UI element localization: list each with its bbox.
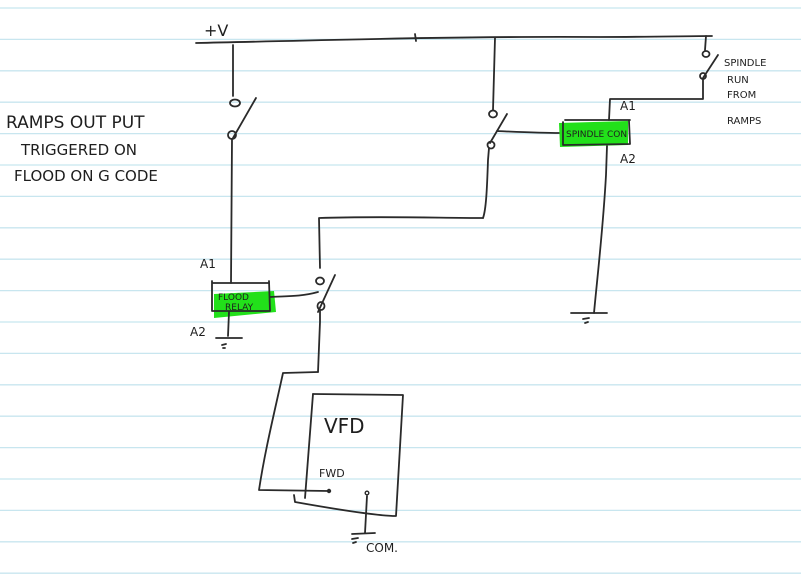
note-line-2: TRIGGERED ON xyxy=(20,141,137,159)
spindle-relay: SPINDLE CON xyxy=(559,119,631,324)
vfd: VFD FWD COM. xyxy=(293,393,404,555)
flood-relay-a2: A2 xyxy=(190,325,206,339)
spindle-note-line-1: SPINDLE xyxy=(724,58,766,69)
flood-relay-a1: A1 xyxy=(200,257,216,271)
rail-tick xyxy=(414,33,417,42)
spindle-note-line-4: RAMPS xyxy=(727,116,761,127)
supply-rail: +V xyxy=(195,21,713,44)
flood-relay-label-2: RELAY xyxy=(225,303,254,313)
fwd-wire xyxy=(258,371,330,492)
spindle-relay-a2: A2 xyxy=(620,152,636,166)
spindle-note-line-3: FROM xyxy=(727,90,756,101)
vfd-fwd-label: FWD xyxy=(319,467,345,480)
vfd-fwd-terminal xyxy=(326,488,332,494)
flood-contact xyxy=(315,274,336,373)
spindle-contact xyxy=(318,37,561,269)
vfd-com-terminal xyxy=(364,490,370,496)
spindle-note-line-2: RUN xyxy=(727,75,749,86)
spindle-relay-highlight xyxy=(559,121,628,147)
supply-label: +V xyxy=(204,21,228,40)
vfd-title: VFD xyxy=(324,414,365,438)
flood-relay-label-1: FLOOD xyxy=(218,293,249,303)
spindle-relay-label: SPINDLE CON xyxy=(566,130,627,140)
ruled-lines xyxy=(0,7,801,574)
note-line-3: FLOOD ON G CODE xyxy=(14,167,158,185)
spindle-relay-a1: A1 xyxy=(620,99,636,113)
spindle-switch-note: SPINDLE RUN FROM RAMPS xyxy=(724,58,766,127)
ramps-flood-switch xyxy=(227,44,257,284)
spindle-run-switch xyxy=(608,35,719,121)
note-line-1: RAMPS OUT PUT xyxy=(6,113,145,133)
flood-relay: FLOOD RELAY xyxy=(211,280,319,349)
vfd-com-label: COM. xyxy=(366,541,398,555)
ramps-note: RAMPS OUT PUT TRIGGERED ON FLOOD ON G CO… xyxy=(6,113,158,185)
